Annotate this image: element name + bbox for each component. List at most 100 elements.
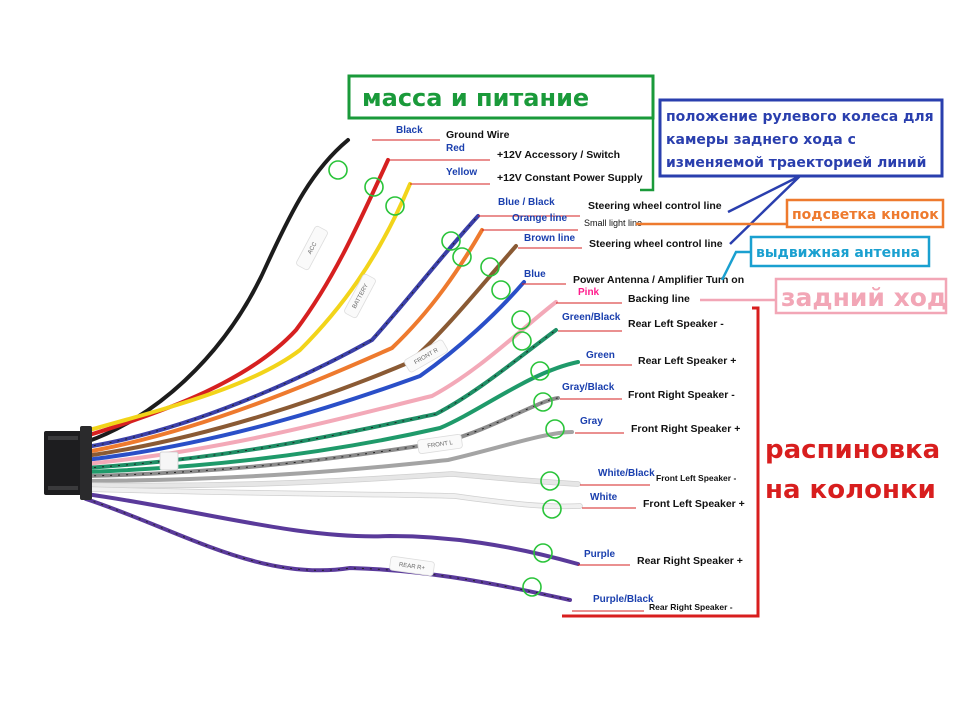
connector-layer xyxy=(44,426,179,500)
sleeve-body xyxy=(389,555,435,577)
wire-rrm xyxy=(84,497,572,602)
wire-desc-frp: Front Right Speaker + xyxy=(631,423,740,435)
note-antenna-arrow xyxy=(720,250,751,281)
marker-ring-batt xyxy=(385,196,405,216)
note-reverse-text: задний ход xyxy=(781,283,947,312)
wire-sleeve: REAR R+ xyxy=(389,555,435,577)
wire-color-label-ground: Black xyxy=(396,125,423,136)
harness-connector xyxy=(44,431,84,495)
connector-collar xyxy=(80,426,92,500)
wire-acc xyxy=(84,158,390,438)
wire-desc-flp: Front Left Speaker + xyxy=(643,498,745,510)
wire-desc-ground: Ground Wire xyxy=(446,129,510,141)
note-steering-line: изменяемой траекторией линий xyxy=(666,155,926,171)
wire-desc-acc: +12V Accessory / Switch xyxy=(497,149,620,161)
wire-stripe-rrm xyxy=(85,498,571,601)
marker-ring-rrm xyxy=(522,577,542,597)
marker-ring-ground xyxy=(328,160,348,180)
wire-ill xyxy=(84,228,484,454)
wire-color-label-batt: Yellow xyxy=(446,167,477,178)
wire-frm xyxy=(84,396,560,478)
note-antenna-text: выдвижная антенна xyxy=(756,245,920,261)
marker-ring-ill xyxy=(452,247,472,267)
marker-ring-frp xyxy=(545,419,565,439)
wire-desc-ant: Power Antenna / Amplifier Turn on xyxy=(573,274,744,286)
wire-desc-batt: +12V Constant Power Supply xyxy=(497,172,643,184)
connector-ridge xyxy=(48,486,78,490)
note-steering-line: камеры заднего хода с xyxy=(666,132,856,148)
connector-ridge xyxy=(48,436,78,440)
wire-sleeve: ACC xyxy=(296,225,328,271)
wire-desc-rlp: Rear Left Speaker + xyxy=(638,355,736,367)
wire-desc-frm: Front Right Speaker - xyxy=(628,389,735,401)
note-steering-box xyxy=(658,98,944,178)
wire-sleeve: FRONT L xyxy=(417,433,463,455)
wire-desc-rrm: Rear Right Speaker - xyxy=(649,602,733,612)
marker-ring-rlp xyxy=(530,361,550,381)
markers-layer xyxy=(328,160,565,597)
note-power-bracket xyxy=(640,118,655,192)
sleeve-body xyxy=(417,433,463,455)
wire-color-label-ill: Orange line xyxy=(512,213,567,224)
sleeve-text: ACC xyxy=(307,241,319,256)
marker-ring-frm xyxy=(533,392,553,412)
wire-desc-swc1: Steering wheel control line xyxy=(588,200,722,212)
marker-ring-acc xyxy=(364,177,384,197)
wire-back xyxy=(84,300,558,466)
note-speakers-bracket xyxy=(562,306,760,618)
note-reverse-box xyxy=(774,277,948,315)
wire-color-label-acc: Red xyxy=(446,143,465,154)
marker-ring-flm xyxy=(540,471,560,491)
wire-frp xyxy=(84,430,574,483)
wire-rlp xyxy=(84,360,580,474)
wire-batt xyxy=(84,182,412,433)
wire-ant xyxy=(84,280,526,462)
sleeve-body xyxy=(404,339,448,373)
note-steering-arrow-1 xyxy=(727,174,801,214)
wire-rrp xyxy=(84,492,580,566)
wire-color-label-swc2: Brown line xyxy=(524,233,576,244)
wire-desc-rrp: Rear Right Speaker + xyxy=(637,555,743,567)
note-power-text: масса и питание xyxy=(362,84,589,112)
wire-color-label-swc1: Blue / Black xyxy=(498,197,555,208)
wire-color-label-rrp: Purple xyxy=(584,549,616,560)
marker-ring-rlm xyxy=(512,331,532,351)
wire-color-label-rlm: Green/Black xyxy=(562,312,621,323)
marker-ring-rrp xyxy=(533,543,553,563)
wire-sleeve: FRONT R xyxy=(404,339,448,373)
note-backlight-text: подсветка кнопок xyxy=(792,207,939,223)
sleeve-body xyxy=(296,225,328,271)
notes-layer: масса и питание положение рулевого колеса… xyxy=(347,74,948,618)
sleeve-text: REAR R+ xyxy=(398,562,425,572)
wire-swc2 xyxy=(84,244,518,458)
marker-ring-flp xyxy=(542,499,562,519)
note-speakers-line: на колонки xyxy=(765,475,936,505)
wire-color-label-back: Pink xyxy=(578,287,600,298)
wire-flm xyxy=(84,471,580,488)
wire-color-label-ant: Blue xyxy=(524,269,546,280)
note-antenna-box xyxy=(749,235,931,268)
marker-ring-back xyxy=(511,310,531,330)
cable-tie xyxy=(159,451,179,471)
marker-ring-ant xyxy=(491,280,511,300)
note-power-box xyxy=(347,74,655,120)
wire-color-label-rrm: Purple/Black xyxy=(593,594,654,605)
wire-color-label-frp: Gray xyxy=(580,416,603,427)
wire-desc-flm: Front Left Speaker - xyxy=(656,473,736,483)
wire-desc-ill: Small light line xyxy=(584,218,642,228)
note-steering-line: положение рулевого колеса для xyxy=(666,109,934,125)
wire-desc-back: Backing line xyxy=(628,293,690,305)
wire-desc-swc2: Steering wheel control line xyxy=(589,238,723,250)
marker-ring-swc2 xyxy=(480,257,500,277)
wire-flp xyxy=(84,487,582,509)
sleeve-body xyxy=(344,273,376,319)
wire-ground xyxy=(84,138,350,444)
wire-color-label-flp: White xyxy=(590,492,618,503)
wire-color-label-flm: White/Black xyxy=(598,468,655,479)
wire-color-label-rlp: Green xyxy=(586,350,615,361)
wire-desc-rlm: Rear Left Speaker - xyxy=(628,318,724,330)
wire-color-label-frm: Gray/Black xyxy=(562,382,615,393)
